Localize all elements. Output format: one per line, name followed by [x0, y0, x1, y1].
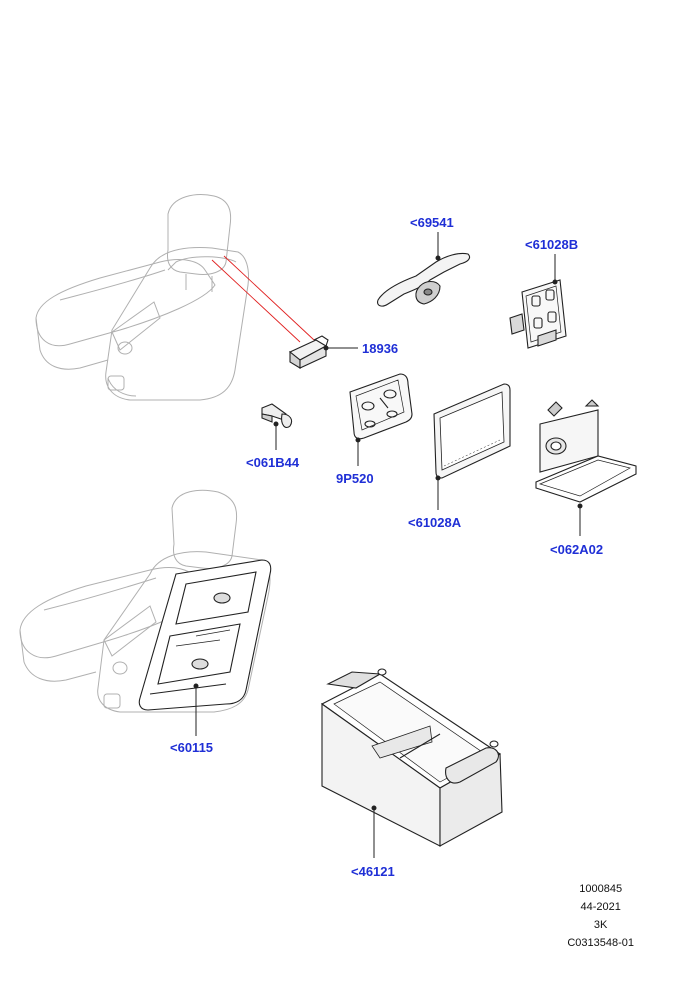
- footer-line-1: 1000845: [579, 883, 623, 895]
- footer-line-4: C0313548-01: [567, 937, 634, 949]
- label-062a02[interactable]: <062A02: [550, 542, 604, 557]
- part-9p520-plate: [349, 373, 413, 440]
- label-46121[interactable]: <46121: [351, 864, 395, 879]
- part-69541-hook: [377, 252, 471, 307]
- label-18936[interactable]: 18936: [362, 341, 399, 356]
- label-061b44[interactable]: <061B44: [246, 455, 300, 470]
- label-61028b[interactable]: <61028B: [525, 237, 579, 252]
- diagram-footer: 1000845 44-2021 3K C0313548-01: [567, 880, 634, 952]
- label-60115[interactable]: <60115: [170, 740, 214, 755]
- front-seat-upper: [35, 194, 249, 401]
- seatback-organizer: [138, 559, 272, 711]
- callout-lines: [211, 255, 315, 343]
- label-9p520[interactable]: 9P520: [336, 471, 374, 486]
- footer-line-2: 44-2021: [580, 901, 621, 913]
- leader-lines: [193, 232, 583, 858]
- label-69541[interactable]: <69541: [410, 215, 454, 230]
- part-062a02-tray: [535, 399, 637, 503]
- label-61028a[interactable]: <61028A: [408, 515, 462, 530]
- part-46121-box: [320, 668, 503, 847]
- part-61028b-bracket: [509, 279, 567, 349]
- part-061b44-clip: [261, 403, 293, 429]
- part-18936-connector: [288, 335, 329, 369]
- footer-line-3: 3K: [593, 919, 608, 931]
- part-61028a-frame: [433, 383, 511, 479]
